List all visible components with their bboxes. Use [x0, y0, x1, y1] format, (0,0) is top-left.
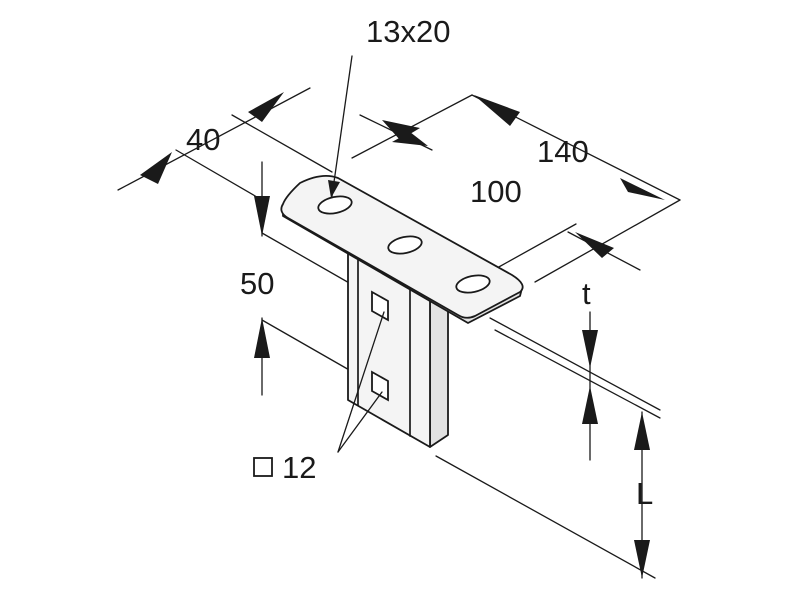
top-plate [280, 174, 524, 324]
depth-label: 40 [186, 122, 220, 157]
plate-length-label: 140 [537, 134, 589, 169]
slot-hole-1 [317, 195, 353, 215]
thickness-label: t [582, 276, 591, 311]
channel-profile [347, 249, 449, 448]
arrowheads [140, 92, 665, 578]
profile-height-label: 50 [240, 266, 274, 301]
dimension-lines [117, 87, 681, 579]
leader-lines [331, 55, 385, 453]
square-hole-lower [371, 370, 389, 402]
hole-spacing-label: 100 [470, 174, 522, 209]
square-symbol-icon [253, 457, 273, 477]
square-hole-label: 12 [253, 450, 316, 485]
slot-size-label: 13x20 [366, 14, 450, 49]
slot-hole-3 [455, 274, 491, 294]
square-hole-size-label: 12 [282, 450, 316, 485]
length-label: L [636, 476, 653, 511]
slot-hole-2 [387, 235, 423, 255]
